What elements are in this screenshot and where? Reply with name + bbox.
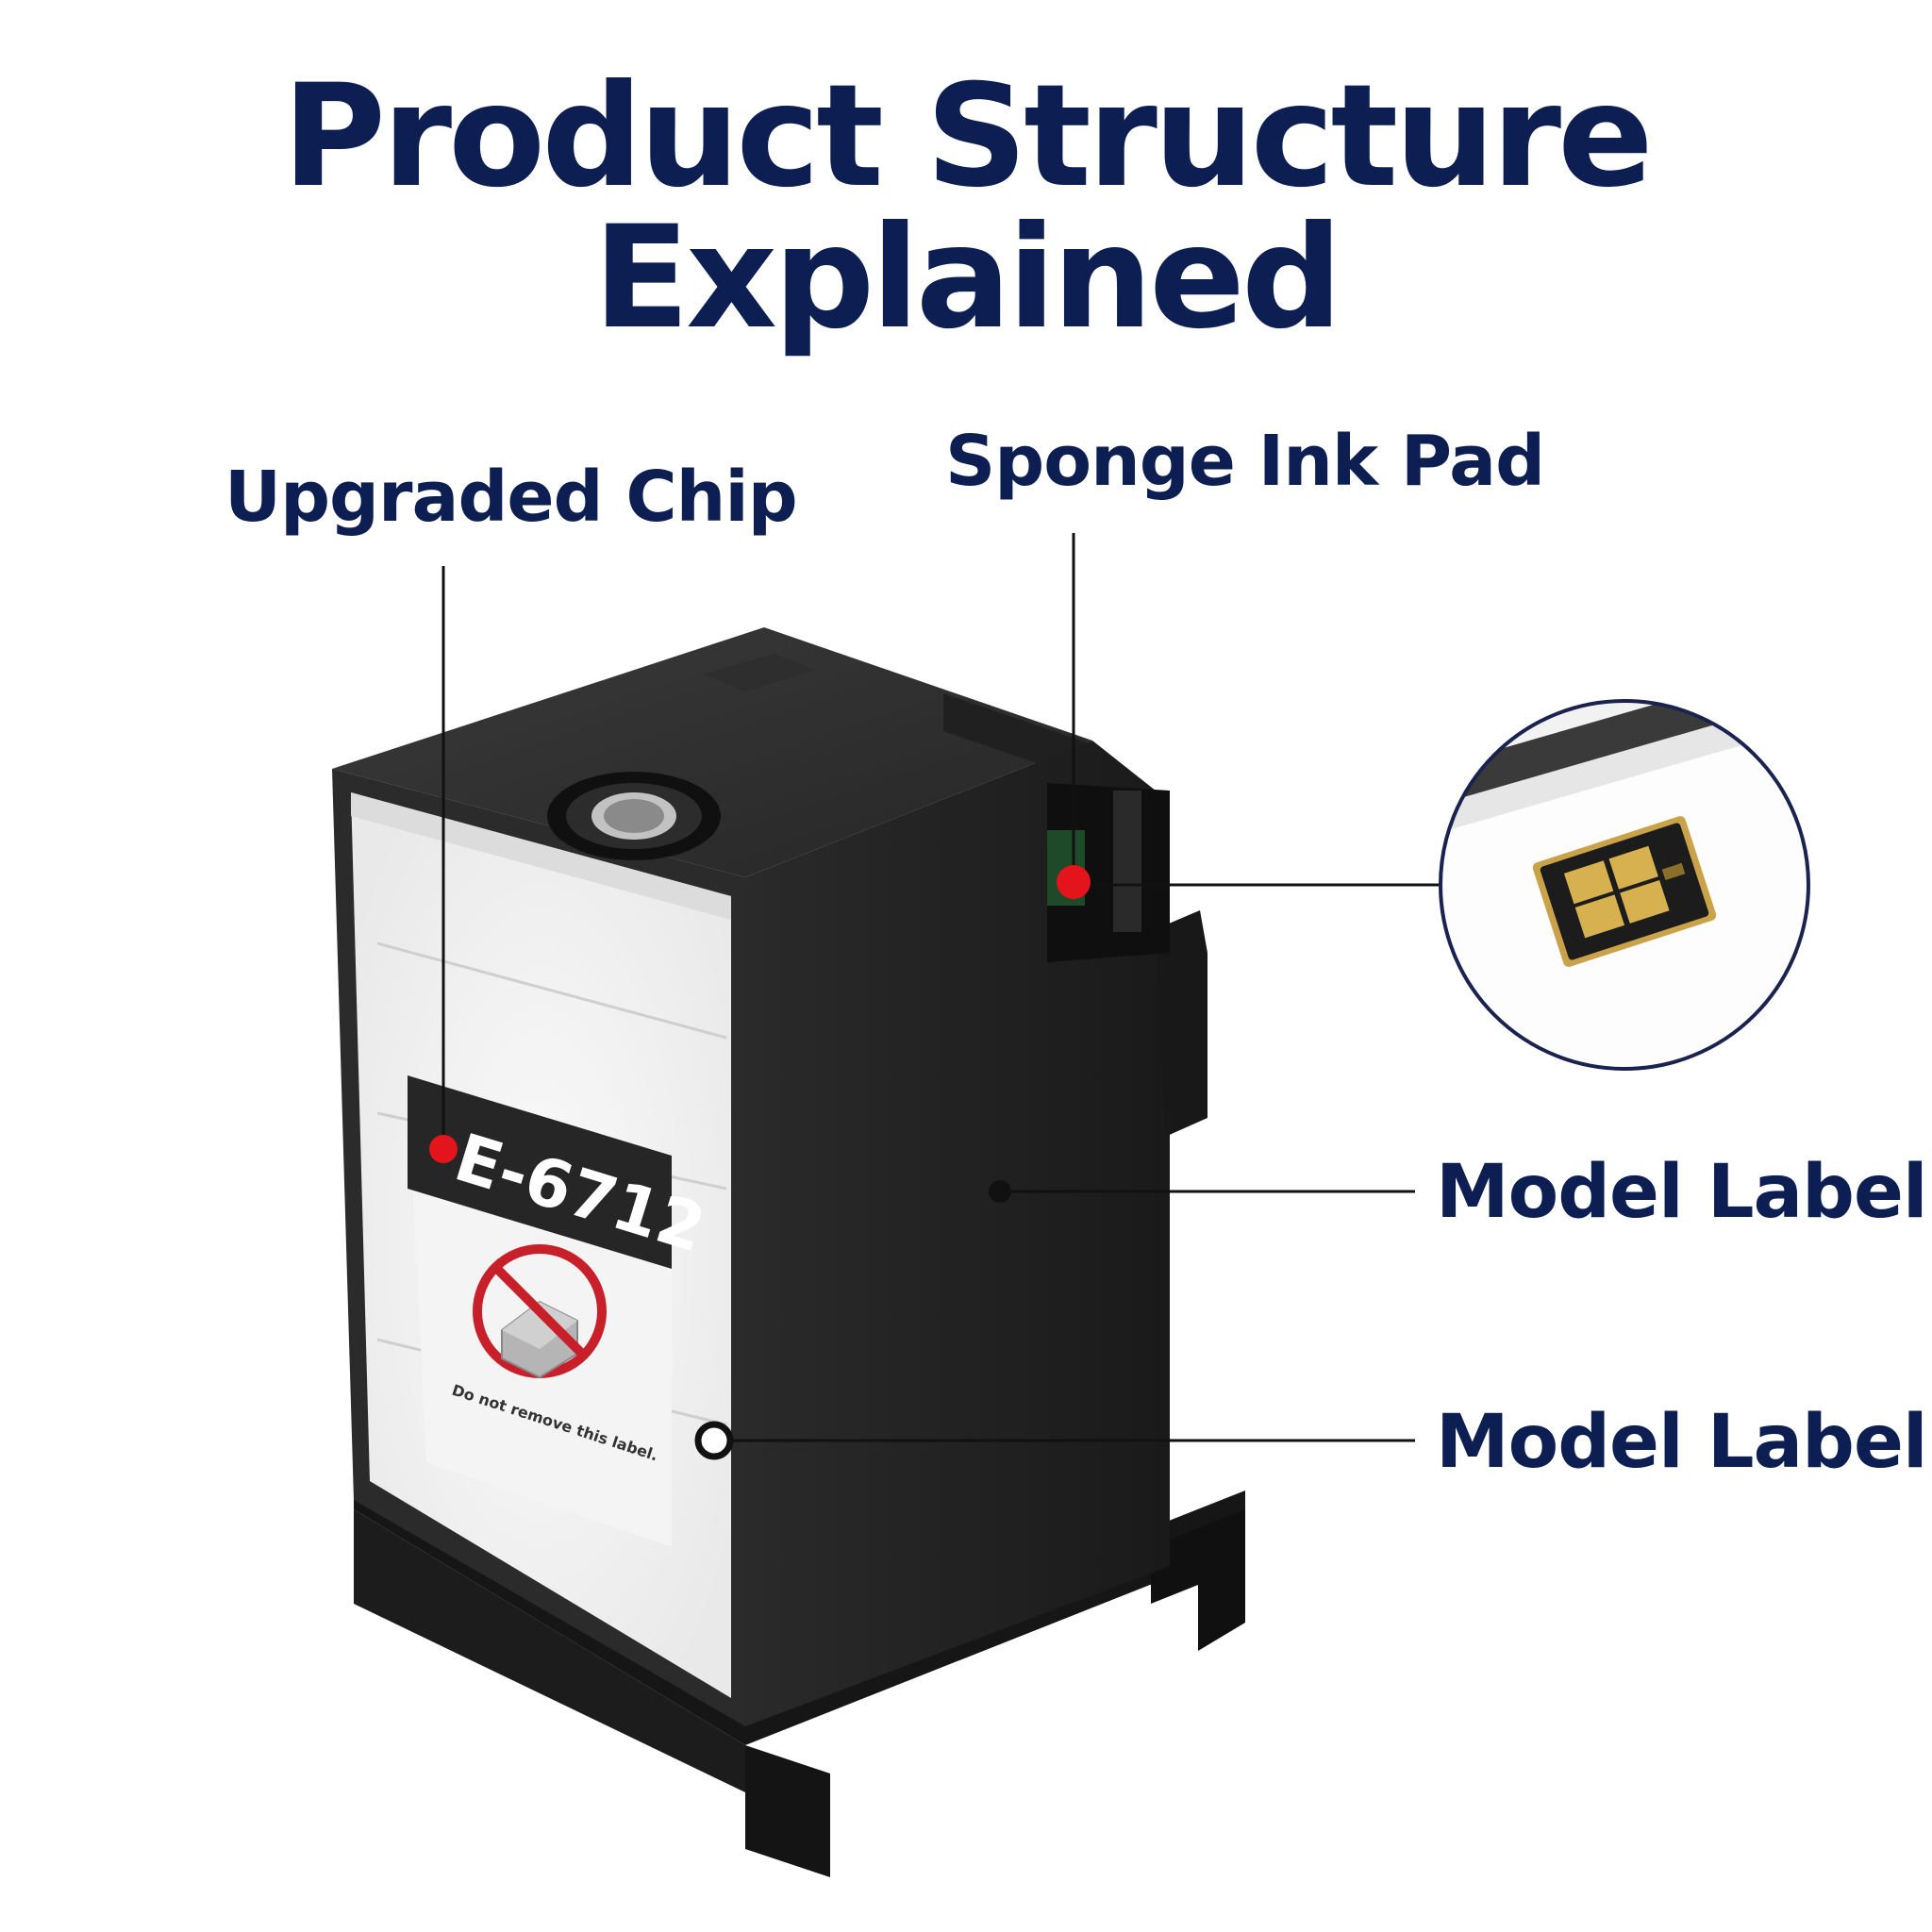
zoom-circle-chip: [1439, 699, 1810, 1071]
warning-icon: [473, 1244, 607, 1379]
page-title: Product Structure Explained: [282, 55, 1654, 360]
cartridge-top: [332, 627, 1092, 877]
marker-chip: [429, 1135, 458, 1163]
marker-model-2: [694, 1421, 734, 1460]
callout-upgraded-chip: Upgraded Chip: [225, 457, 798, 538]
model-code-band: [408, 1075, 672, 1269]
cartridge-side: [745, 741, 1170, 1726]
callout-model-label-2: Model Label: [1436, 1400, 1928, 1485]
callout-model-label-1: Model Label: [1436, 1150, 1928, 1235]
microchip-icon: [1532, 816, 1717, 967]
marker-sponge: [1057, 865, 1091, 899]
ink-port: [547, 772, 721, 860]
callout-sponge-ink-pad: Sponge Ink Pad: [945, 421, 1545, 502]
marker-model-1: [989, 1180, 1011, 1203]
